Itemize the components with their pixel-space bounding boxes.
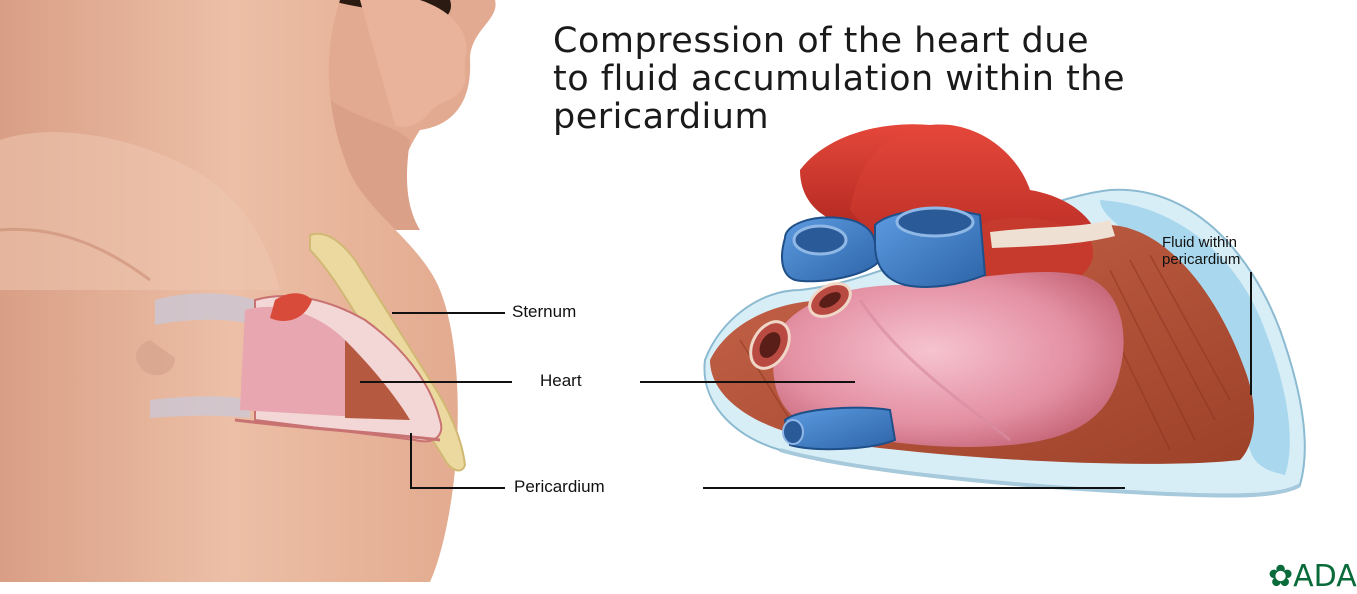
title-line-1: Compression of the heart due <box>553 22 1353 60</box>
detailed-heart <box>704 124 1304 496</box>
label-fluid-within-pericardium: Fluid within pericardium <box>1162 234 1240 268</box>
adam-logo-mark: ✿ <box>1268 559 1293 594</box>
adam-logo-text: ADAM <box>1293 559 1357 594</box>
label-heart: Heart <box>540 371 582 391</box>
title-line-2: to fluid accumulation within the <box>553 60 1353 98</box>
title-line-3: pericardium <box>553 98 1353 136</box>
label-pericardium: Pericardium <box>514 477 605 497</box>
label-fluid-line-1: Fluid within <box>1162 234 1240 251</box>
diagram-title: Compression of the heart due to fluid ac… <box>553 22 1353 136</box>
torso-figure <box>0 0 496 582</box>
adam-logo: ✿ADAM <box>1268 562 1357 592</box>
label-fluid-line-2: pericardium <box>1162 251 1240 268</box>
label-sternum: Sternum <box>512 302 576 322</box>
